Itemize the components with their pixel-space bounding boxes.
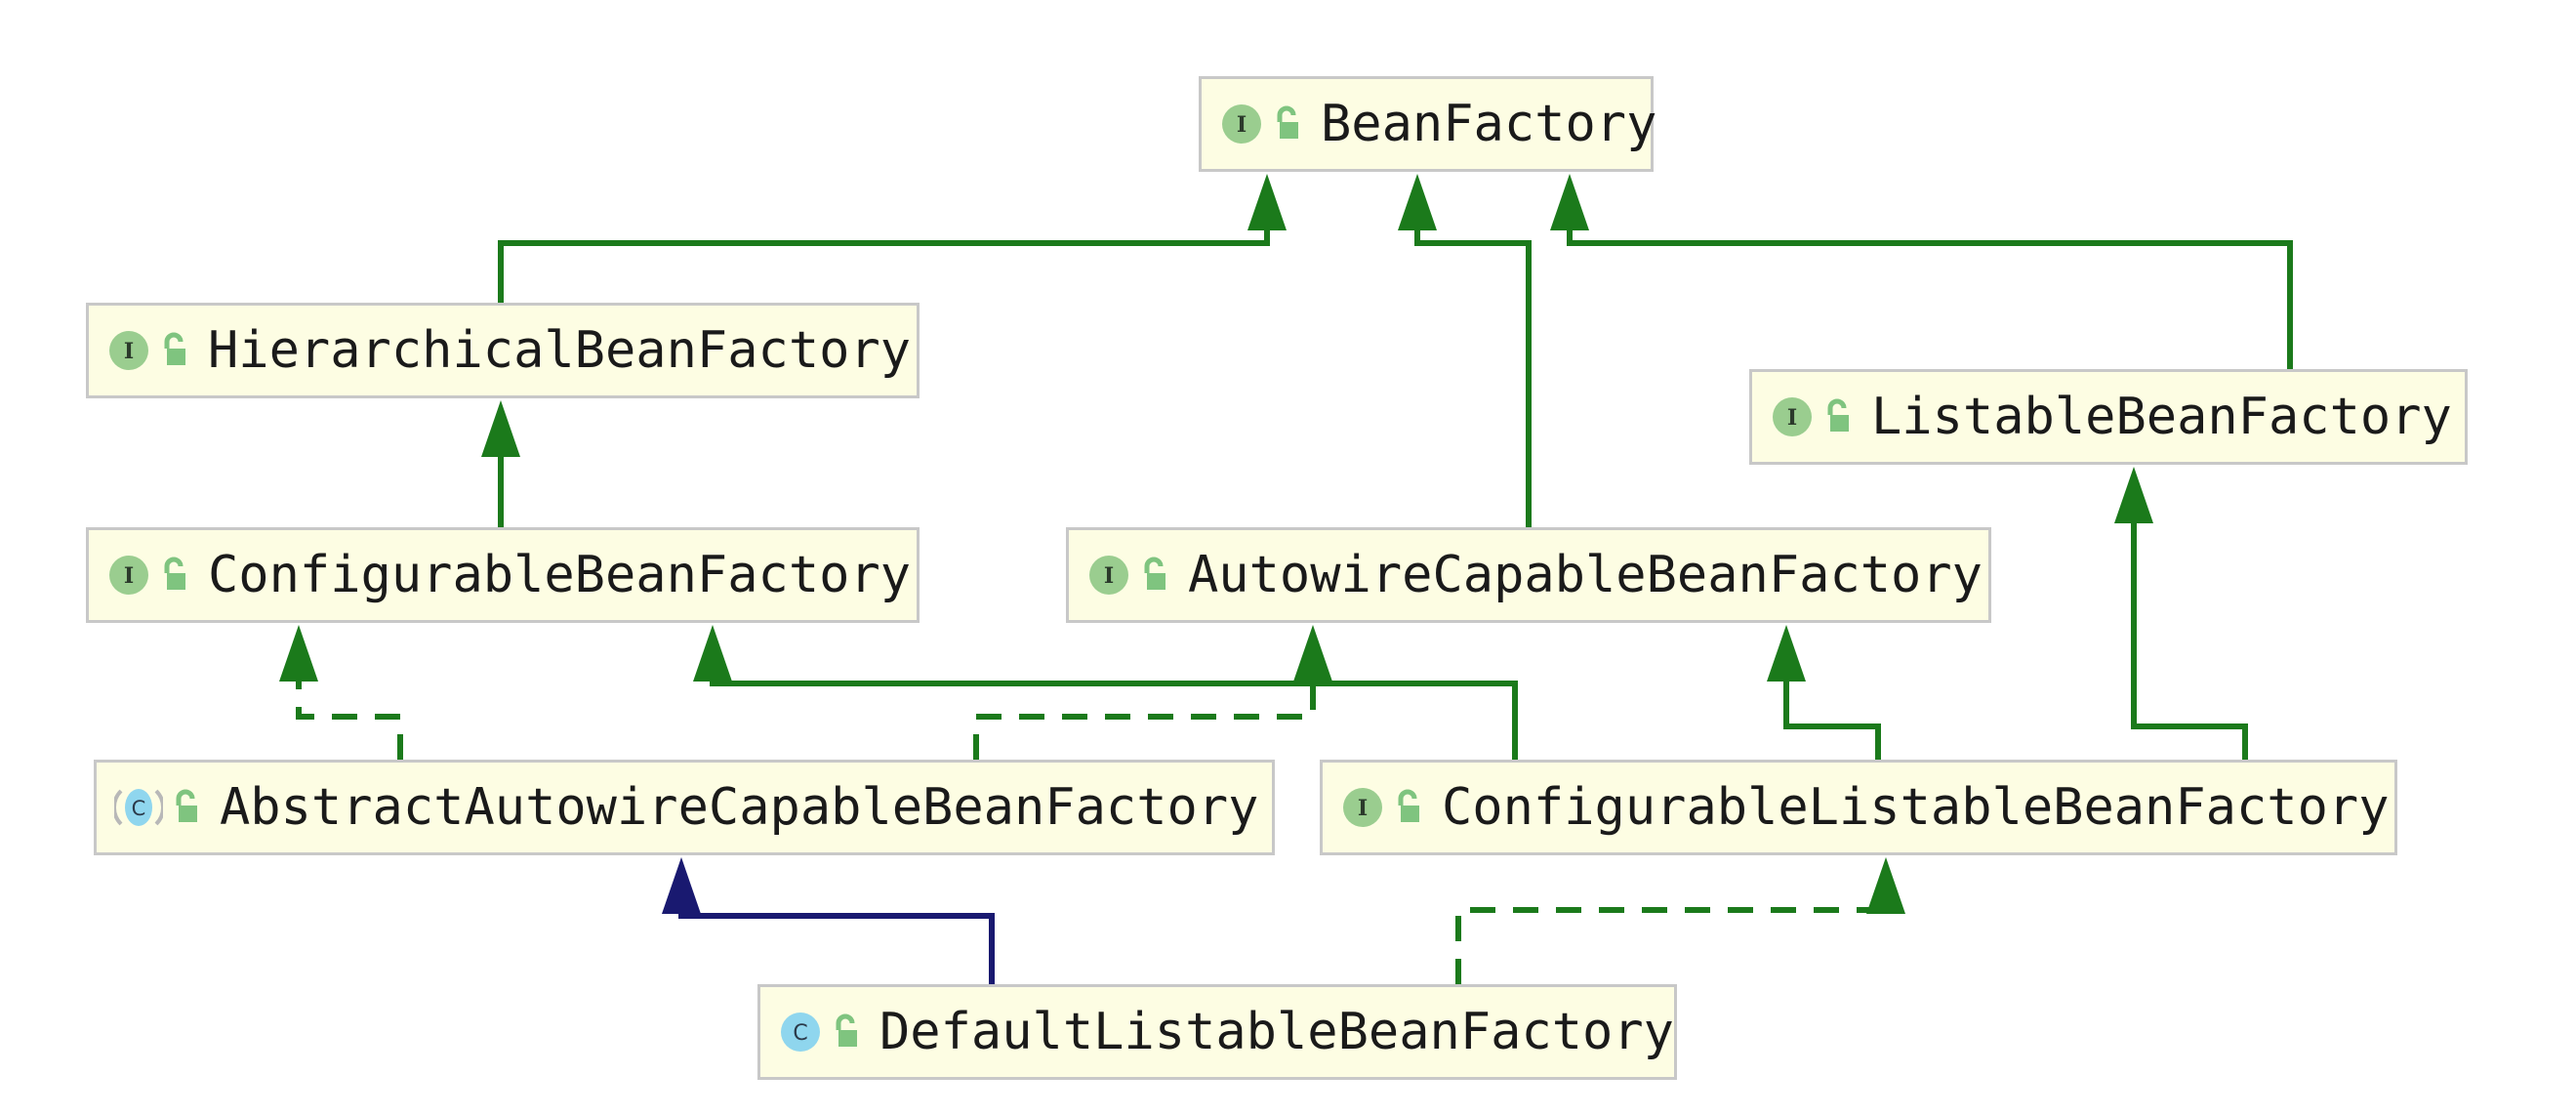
- node-label: BeanFactory: [1321, 95, 1657, 153]
- class-node-default-listable-bean-factory[interactable]: C DefaultListableBeanFactory: [757, 984, 1677, 1080]
- svg-text:C: C: [132, 797, 146, 820]
- edge-autowirecapable-extends-beanfactory: [1414, 230, 1532, 527]
- arrowhead-listable-to-beanfactory: [1550, 174, 1589, 230]
- interface-i-icon: I: [109, 556, 148, 595]
- lock-open-icon: [164, 332, 185, 365]
- node-label: DefaultListableBeanFactory: [879, 1003, 1674, 1061]
- edge-defaultlistable-extends-abstractautowire: [678, 913, 995, 984]
- interface-i-icon: I: [109, 331, 148, 370]
- edge-abstractautowire-implements-autowirecapable: [973, 682, 1316, 760]
- arrowhead-abstractautowire-to-configurable: [279, 625, 318, 682]
- interface-i-icon: I: [1773, 397, 1812, 436]
- svg-text:I: I: [1358, 796, 1368, 821]
- lock-open-icon: [164, 557, 185, 590]
- lock-open-icon: [1398, 789, 1419, 822]
- edge-defaultlistable-implements-configurablelistable: [1455, 907, 1889, 984]
- node-label: AutowireCapableBeanFactory: [1188, 546, 1983, 604]
- class-node-hierarchical-bean-factory[interactable]: I HierarchicalBeanFactory: [86, 303, 920, 398]
- svg-text:C: C: [793, 1021, 807, 1046]
- class-node-autowire-capable-bean-factory[interactable]: I AutowireCapableBeanFactory: [1066, 527, 1991, 623]
- arrowhead-configurablelistable-to-listable: [2114, 467, 2153, 523]
- edge-configurablelistable-extends-listable: [2131, 523, 2248, 760]
- node-icons-configurable-bean-factory: I: [106, 553, 190, 598]
- arrowheads-group: [279, 174, 2153, 914]
- node-label: AbstractAutowireCapableBeanFactory: [220, 778, 1259, 837]
- node-icons-listable-bean-factory: I: [1770, 394, 1854, 439]
- arrowhead-configurablelistable-to-autowirecapable: [1767, 625, 1806, 682]
- arrowhead-hierarchical-to-beanfactory: [1247, 174, 1287, 230]
- lock-open-icon: [1277, 105, 1298, 139]
- arrowhead-autowirecapable-to-beanfactory: [1398, 174, 1437, 230]
- arrowhead-defaultlistable-to-configurablelistable: [1866, 857, 1905, 914]
- edge-configurablelistable-extends-autowirecapable: [1783, 682, 1881, 760]
- svg-text:I: I: [124, 339, 134, 364]
- lock-open-icon: [836, 1013, 857, 1047]
- interface-i-icon: I: [1222, 104, 1261, 144]
- node-label: ConfigurableBeanFactory: [208, 546, 912, 604]
- lock-open-icon: [1827, 398, 1849, 432]
- node-icons-default-listable-bean-factory: C: [778, 1010, 862, 1054]
- class-extends-lines-group: [678, 913, 995, 984]
- arrowhead-configurablelistable-to-configurable: [693, 625, 732, 682]
- edge-abstractautowire-implements-configurable: [296, 682, 403, 760]
- edge-configurablelistable-extends-configurable: [710, 681, 1518, 760]
- interface-i-icon: I: [1089, 556, 1128, 595]
- edge-hierarchical-extends-beanfactory: [498, 230, 1270, 303]
- svg-text:I: I: [1787, 405, 1797, 431]
- class-node-listable-bean-factory[interactable]: I ListableBeanFactory: [1749, 369, 2468, 465]
- edge-listable-extends-beanfactory: [1567, 230, 2293, 369]
- node-icons-autowire-capable-bean-factory: I: [1086, 553, 1170, 598]
- node-label: HierarchicalBeanFactory: [208, 321, 912, 380]
- arrowhead-defaultlistable-to-abstractautowire: [662, 857, 701, 914]
- node-icons-abstract-autowire-capable-bean-factory: C: [114, 785, 202, 830]
- class-node-configurable-listable-bean-factory[interactable]: I ConfigurableListableBeanFactory: [1320, 760, 2397, 855]
- arrowhead-configurable-to-hierarchical: [481, 400, 520, 457]
- class-node-bean-factory[interactable]: I BeanFactory: [1199, 76, 1657, 172]
- node-icons-configurable-listable-bean-factory: I: [1340, 785, 1424, 830]
- svg-text:I: I: [124, 563, 134, 589]
- class-node-configurable-bean-factory[interactable]: I ConfigurableBeanFactory: [86, 527, 920, 623]
- class-node-abstract-autowire-capable-bean-factory[interactable]: C AbstractAutowireCapableBeanFactory: [94, 760, 1275, 855]
- lock-open-icon: [176, 789, 197, 822]
- implements-lines-group: [296, 682, 1889, 984]
- interface-i-icon: I: [1343, 788, 1382, 827]
- node-label: ListableBeanFactory: [1871, 388, 2452, 446]
- node-icons-bean-factory: I: [1219, 102, 1303, 146]
- class-c-icon: C: [781, 1013, 820, 1052]
- svg-text:I: I: [1104, 563, 1114, 589]
- svg-text:I: I: [1237, 112, 1247, 138]
- arrowhead-abstractautowire-to-autowirecapable: [1293, 625, 1332, 682]
- node-icons-hierarchical-bean-factory: I: [106, 328, 190, 373]
- abstract-class-c-icon: C: [114, 789, 163, 826]
- extends-lines-group: [498, 230, 2293, 760]
- lock-open-icon: [1144, 557, 1165, 590]
- node-label: ConfigurableListableBeanFactory: [1442, 778, 2390, 837]
